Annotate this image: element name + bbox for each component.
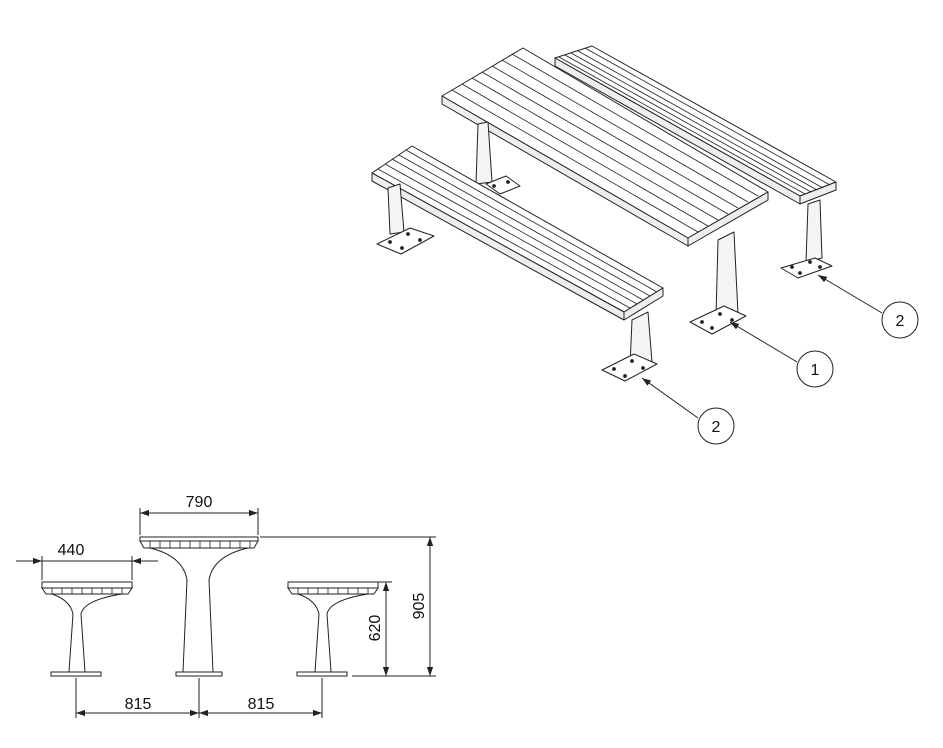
callout-2-rear-label: 2 <box>896 313 905 330</box>
isometric-view: 1 2 2 <box>371 45 919 445</box>
dim-spacing-left-label: 815 <box>125 696 152 713</box>
callout-2-front: 2 <box>641 377 735 445</box>
rear-bench-end <box>799 181 837 205</box>
dim-table-width <box>139 508 259 535</box>
rear-bench-leg <box>805 199 823 263</box>
callout-1-label: 1 <box>811 362 820 379</box>
rear-bench-foot <box>780 257 833 279</box>
front-bench-rear-foot <box>376 227 435 255</box>
dim-spacing-right-label: 815 <box>248 696 275 713</box>
left-bench-elevation <box>41 581 133 677</box>
table-elevation <box>139 536 259 677</box>
table-top-end <box>687 191 769 247</box>
front-bench-foot <box>601 353 658 382</box>
callout-2-front-label: 2 <box>712 419 721 436</box>
front-bench <box>371 145 664 382</box>
table-top-slats <box>451 53 759 233</box>
front-bench-slats <box>377 149 658 309</box>
rear-bench-slats <box>558 47 831 195</box>
elevation-view: 440 790 905 620 815 815 <box>16 494 436 718</box>
table-front-leg <box>715 231 739 317</box>
callout-2-rear: 2 <box>817 274 919 339</box>
dim-bench-width <box>16 556 158 580</box>
rear-bench <box>554 45 837 279</box>
dim-spacing <box>75 678 323 718</box>
right-bench-elevation <box>287 581 379 677</box>
dim-bench-width-label: 440 <box>58 542 85 559</box>
dim-bench-height <box>378 581 392 676</box>
dim-table-height <box>260 536 436 677</box>
table-rear-foot <box>485 175 521 195</box>
callout-1: 1 <box>729 321 834 388</box>
dim-bench-height-label: 620 <box>367 615 384 642</box>
table <box>441 47 769 335</box>
dim-table-height-label: 905 <box>411 593 428 620</box>
dim-table-width-label: 790 <box>186 494 213 511</box>
table-foot <box>689 305 747 335</box>
